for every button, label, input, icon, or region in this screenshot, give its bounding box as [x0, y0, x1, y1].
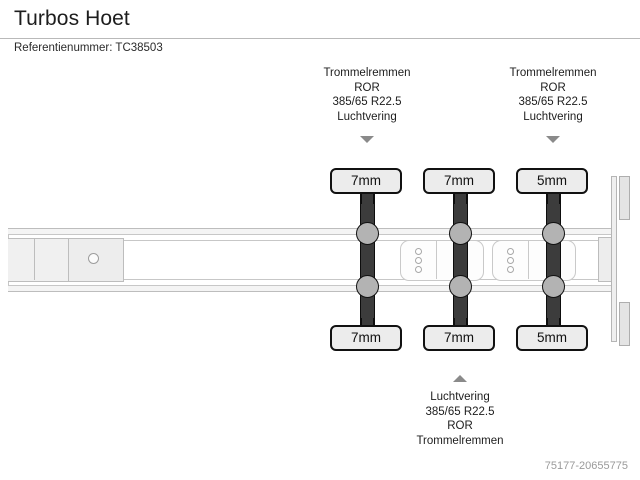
bracket-hole-icon — [507, 257, 514, 264]
bracket-hole-icon — [507, 248, 514, 255]
bracket-hole-icon — [415, 257, 422, 264]
callout-line: 385/65 R22.5 — [332, 96, 402, 108]
axle-2-hub-bottom — [449, 275, 472, 298]
arrow-down-icon — [360, 136, 374, 143]
callout-line: ROR — [354, 81, 380, 94]
callout-top-left: Trommelremmen ROR 385/65 R22.5 Luchtveri… — [292, 66, 442, 124]
axle-1-hub-top — [356, 222, 379, 245]
axle-1-hub-bottom — [356, 275, 379, 298]
axle-2-tread-top[interactable]: 7mm — [423, 168, 495, 194]
callout-line: Luchtvering — [430, 391, 490, 403]
callout-line: Luchtvering — [523, 110, 583, 123]
page-title: Turbos Hoet — [14, 7, 130, 30]
footer-listing-id: 75177-20655775 — [544, 460, 628, 472]
axle-3-bar — [546, 186, 561, 332]
callout-line: 385/65 R22.5 — [425, 405, 495, 418]
arrow-down-icon — [546, 136, 560, 143]
header-divider — [0, 38, 640, 39]
axle-1-tread-top[interactable]: 7mm — [330, 168, 402, 194]
callout-top-right: Trommelremmen ROR 385/65 R22.5 Luchtveri… — [478, 66, 628, 124]
axle-1-bar — [360, 186, 375, 332]
rear-bumper-post — [611, 176, 617, 342]
suspension-bracket-split — [528, 240, 529, 279]
callout-line: Trommelremmen — [509, 67, 597, 79]
suspension-bracket-1 — [400, 240, 484, 281]
bracket-hole-icon — [507, 266, 514, 273]
callout-bottom: Luchtvering 385/65 R22.5 ROR Trommelremm… — [385, 390, 535, 448]
page-header: Turbos Hoet Referentienummer: TC38503 — [0, 0, 640, 58]
arrow-up-icon — [453, 375, 467, 382]
axle-3-tread-bottom[interactable]: 5mm — [516, 325, 588, 351]
suspension-bracket-body — [492, 240, 576, 281]
axle-3-hub-bottom — [542, 275, 565, 298]
suspension-bracket-split — [436, 240, 437, 279]
callout-line: Trommelremmen — [323, 67, 411, 79]
axle-1-tread-bottom[interactable]: 7mm — [330, 325, 402, 351]
rear-bumper-block-bottom — [619, 302, 630, 346]
kingpin-icon — [88, 253, 99, 264]
bracket-hole-icon — [415, 266, 422, 273]
axle-2-tread-bottom[interactable]: 7mm — [423, 325, 495, 351]
axle-3-hub-top — [542, 222, 565, 245]
callout-line: 385/65 R22.5 — [518, 96, 588, 108]
rear-bumper-block-top — [619, 176, 630, 220]
callout-line: Trommelremmen — [416, 434, 504, 447]
callout-line: ROR — [540, 81, 566, 94]
axle-2-bar — [453, 186, 468, 332]
rear-cross-member — [598, 237, 612, 282]
front-plate — [8, 238, 69, 282]
callout-line: Luchtvering — [337, 110, 397, 123]
suspension-bracket-2 — [492, 240, 576, 281]
reference-number: Referentienummer: TC38503 — [14, 42, 163, 54]
front-plate-divider — [34, 238, 35, 280]
suspension-bracket-body — [400, 240, 484, 281]
axle-3-tread-top[interactable]: 5mm — [516, 168, 588, 194]
axle-2-hub-top — [449, 222, 472, 245]
callout-line: ROR — [447, 420, 473, 432]
bracket-hole-icon — [415, 248, 422, 255]
